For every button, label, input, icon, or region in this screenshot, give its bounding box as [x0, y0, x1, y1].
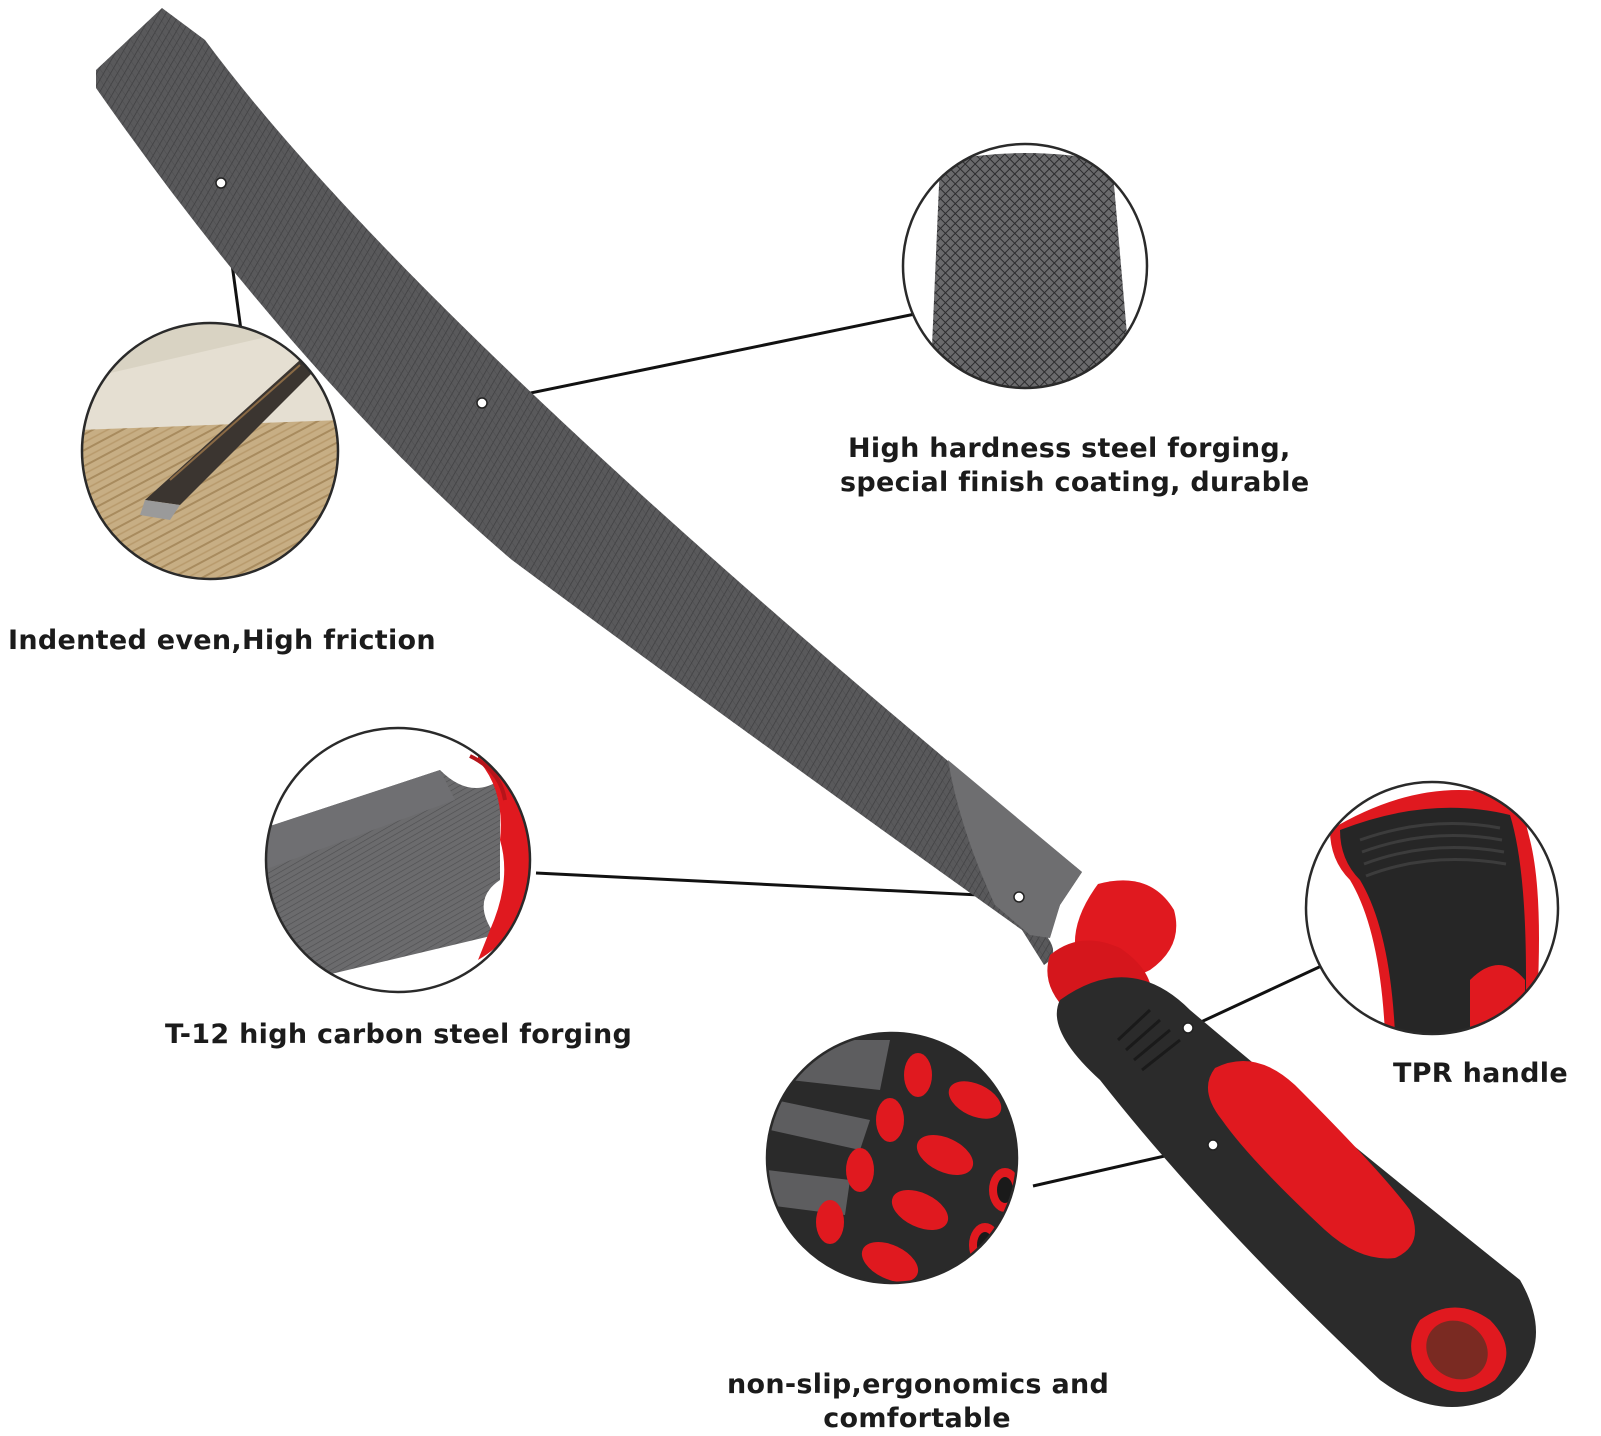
caption-friction-text: Indented even,High friction [8, 625, 436, 656]
file-set-closeup [765, 1031, 1019, 1285]
caption-tpr-text: TPR handle [1393, 1058, 1568, 1089]
handle-grip-closeup [1304, 780, 1560, 1036]
callout-dots [215, 177, 1219, 1151]
caption-carbon-text: T-12 high carbon steel forging [165, 1019, 633, 1050]
caption-tpr-handle: TPR handle [1393, 1057, 1568, 1091]
cut-texture-closeup [901, 142, 1149, 390]
file-on-wood-closeup [80, 321, 340, 581]
caption-steel-line1: High hardness steel forging, [848, 433, 1291, 464]
caption-friction: Indented even,High friction [8, 624, 436, 658]
flat-file-tool [96, 8, 1536, 1407]
file-tang [948, 760, 1082, 938]
caption-ergo-line2: comfortable [823, 1403, 1011, 1434]
caption-ergonomics: non-slip,ergonomics and comfortable [727, 1368, 1110, 1436]
caption-steel-line2: special finish coating, durable [840, 467, 1310, 498]
caption-ergo-line1: non-slip,ergonomics and [727, 1369, 1110, 1400]
caption-carbon-steel: T-12 high carbon steel forging [165, 1018, 632, 1052]
caption-steel-forging: High hardness steel forging, special fin… [840, 432, 1309, 500]
handle-red-inlay [1207, 1060, 1415, 1259]
blade-tang-closeup [264, 726, 532, 994]
